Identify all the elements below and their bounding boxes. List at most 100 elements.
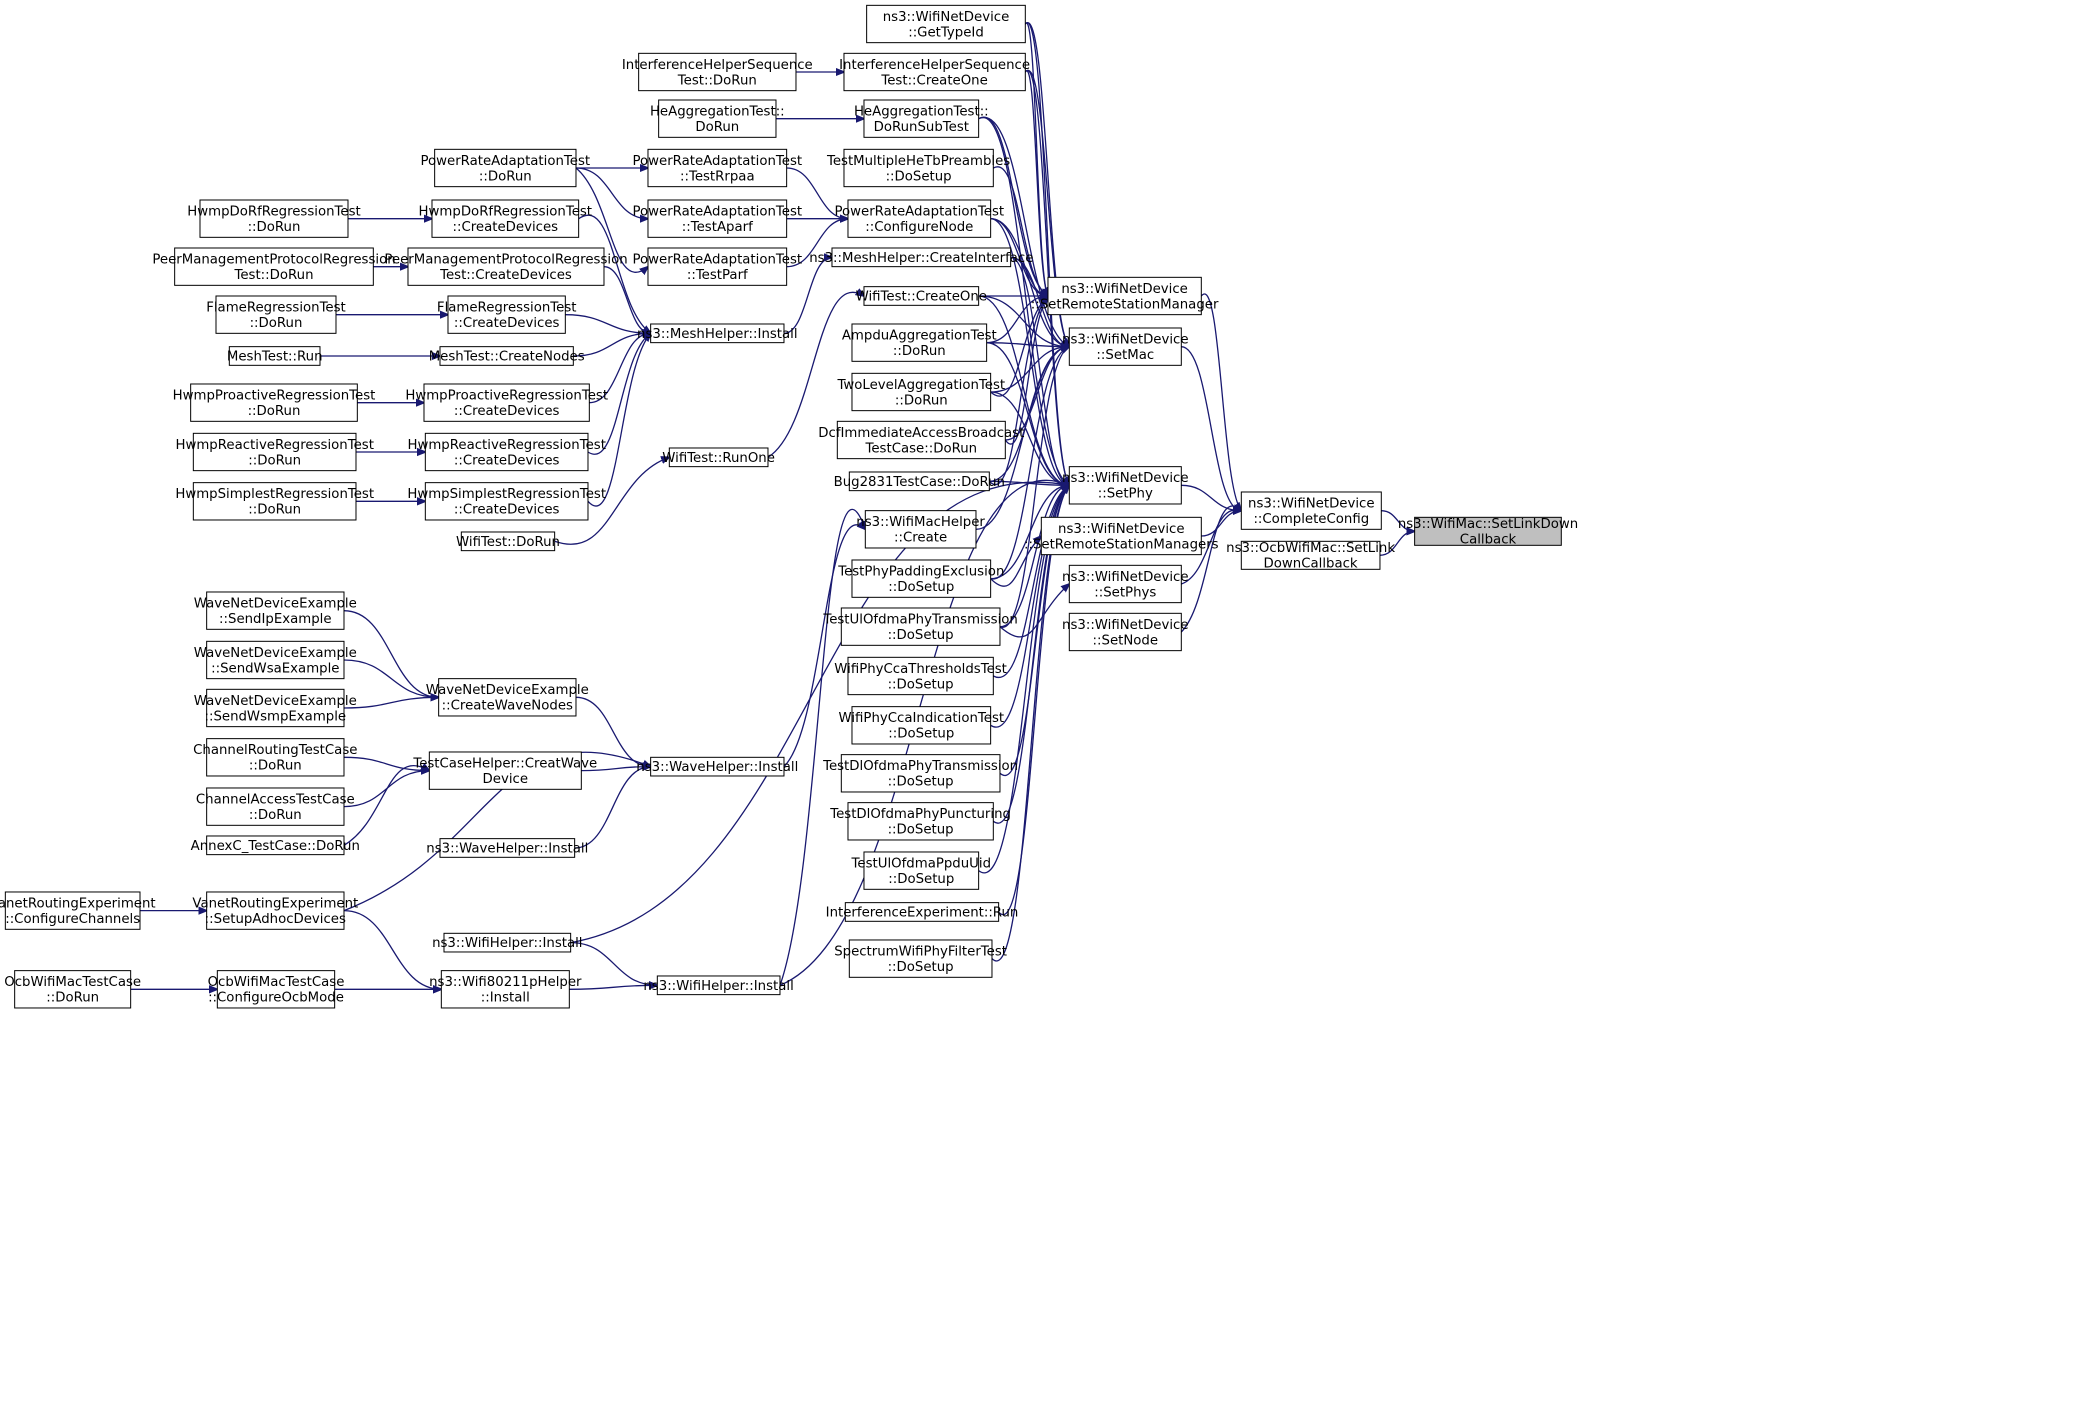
graph-node[interactable]: HwmpReactiveRegressionTest::DoRun (175, 432, 374, 472)
graph-node[interactable]: ns3::WaveHelper::Install (426, 838, 588, 858)
graph-node[interactable]: WaveNetDeviceExample::CreateWaveNodes (426, 678, 589, 717)
node-box (840, 754, 1001, 793)
graph-node[interactable]: ChannelAccessTestCase::DoRun (196, 787, 355, 826)
graph-node[interactable]: OcbWifiMacTestCase::DoRun (4, 970, 141, 1009)
graph-node[interactable]: PeerManagementProtocolRegressionTest::Cr… (384, 247, 628, 286)
graph-node[interactable]: DcfImmediateAccessBroadcastTestCase::DoR… (818, 420, 1024, 460)
graph-node[interactable]: ns3::MeshHelper::Install (637, 323, 798, 344)
graph-node[interactable]: TestDlOfdmaPhyPuncturing::DoSetup (829, 802, 1011, 841)
graph-node[interactable]: WifiTest::CreateOne (856, 286, 987, 306)
graph-node[interactable]: TestUlOfdmaPhyTransmission::DoSetup (822, 607, 1018, 646)
node-box (199, 199, 349, 238)
graph-node[interactable]: HwmpProactiveRegressionTest::DoRun (173, 383, 376, 422)
graph-node[interactable]: MeshTest::CreateNodes (429, 346, 585, 366)
node-label: InterferenceHelperSequence (839, 58, 1030, 73)
node-label: ::ConfigureNode (865, 220, 973, 235)
node-label: WifiPhyCcaThresholdsTest (834, 662, 1007, 677)
graph-node[interactable]: HwmpSimplestRegressionTest::DoRun (175, 482, 374, 521)
node-label: PeerManagementProtocolRegression (384, 253, 627, 268)
graph-node[interactable]: HeAggregationTest::DoRun (650, 99, 785, 138)
node-label: ::DoRun (248, 503, 301, 518)
node-box (843, 52, 1026, 92)
node-label: TestDlOfdmaPhyPuncturing (829, 807, 1011, 822)
call-edge (990, 296, 1048, 397)
graph-node[interactable]: WaveNetDeviceExample::SendWsmpExample (194, 688, 357, 728)
graph-node[interactable]: ns3::WifiNetDevice::CompleteConfig (1240, 491, 1382, 530)
graph-node[interactable]: InterferenceExperiment::Run (826, 902, 1019, 922)
graph-node[interactable]: WaveNetDeviceExample::SendIpExample (194, 591, 357, 630)
graph-node[interactable]: HwmpDoRfRegressionTest::CreateDevices (419, 199, 592, 238)
graph-node[interactable]: TwoLevelAggregationTest::DoRun (836, 372, 1005, 412)
graph-node[interactable]: PowerRateAdaptationTest::DoRun (420, 148, 590, 188)
graph-node[interactable]: ns3::WifiNetDevice::SetNode (1062, 612, 1189, 652)
call-edge (343, 766, 429, 846)
node-label: ns3::WifiNetDevice (1062, 570, 1189, 585)
graph-node[interactable]: ns3::WifiHelper::Install (432, 932, 583, 953)
node-box (650, 323, 785, 344)
graph-node[interactable]: SpectrumWifiPhyFilterTest::DoSetup (834, 939, 1007, 978)
graph-node[interactable]: FlameRegressionTest::CreateDevices (437, 295, 577, 334)
graph-node[interactable]: ns3::WifiNetDevice::SetPhys (1062, 564, 1189, 604)
graph-node[interactable]: TestDlOfdmaPhyTransmission::DoSetup (822, 754, 1018, 793)
graph-node[interactable]: ns3::WifiHelper::Install (643, 975, 794, 996)
graph-node[interactable]: AmpduAggregationTest::DoRun (842, 323, 997, 362)
graph-node[interactable]: WifiTest::RunOne (662, 447, 775, 468)
graph-node[interactable]: WifiPhyCcaThresholdsTest::DoSetup (834, 656, 1007, 696)
node-label: ns3::WifiMacHelper (856, 515, 985, 530)
graph-node[interactable]: PeerManagementProtocolRegressionTest::Do… (152, 247, 396, 286)
graph-node[interactable]: ns3::WifiNetDevice::SetRemoteStationMana… (1024, 516, 1219, 556)
graph-node[interactable]: TestMultipleHeTbPreambles::DoSetup (826, 148, 1010, 188)
call-edge (992, 485, 1069, 824)
graph-node[interactable]: OcbWifiMacTestCase::ConfigureOcbMode (208, 970, 345, 1009)
graph-node[interactable]: ns3::WifiNetDevice::SetPhy (1062, 466, 1189, 505)
graph-node[interactable]: HwmpSimplestRegressionTest::CreateDevice… (407, 482, 606, 521)
graph-node[interactable]: PowerRateAdaptationTest::ConfigureNode (834, 199, 1004, 238)
node-box (440, 970, 570, 1009)
graph-node[interactable]: VanetRoutingExperiment::ConfigureChannel… (0, 891, 156, 930)
graph-node[interactable]: Bug2831TestCase::DoRun (834, 471, 1005, 492)
graph-node[interactable]: WaveNetDeviceExample::SendWsaExample (194, 640, 357, 680)
graph-node[interactable]: ns3::WaveHelper::Install (636, 756, 798, 777)
node-box (424, 482, 589, 521)
node-label: ns3::MeshHelper::Install (637, 327, 798, 342)
graph-node[interactable]: HwmpDoRfRegressionTest::DoRun (187, 199, 361, 238)
node-label: MeshTest::CreateNodes (429, 350, 585, 365)
graph-node[interactable]: ns3::WifiNetDevice::GetTypeId (866, 4, 1026, 44)
node-label: ::DoSetup (886, 169, 952, 184)
graph-node[interactable]: HwmpProactiveRegressionTest::CreateDevic… (405, 383, 608, 422)
graph-node[interactable]: HeAggregationTest::DoRunSubTest (854, 99, 989, 138)
graph-node[interactable]: AnnexC_TestCase::DoRun (191, 835, 360, 856)
graph-node[interactable]: ns3::WifiMacHelper::Create (856, 510, 985, 549)
graph-node[interactable]: ns3::Wifi80211pHelper::Install (429, 970, 582, 1009)
graph-node[interactable]: ChannelRoutingTestCase::DoRun (193, 738, 357, 777)
node-box (439, 838, 576, 858)
node-box (658, 99, 777, 138)
graph-node[interactable]: FlameRegressionTest::DoRun (206, 295, 346, 334)
graph-node[interactable]: MeshTest::Run (227, 346, 323, 366)
graph-node[interactable]: InterferenceHelperSequenceTest::CreateOn… (839, 52, 1030, 92)
graph-node[interactable]: HwmpReactiveRegressionTest::CreateDevice… (407, 432, 606, 472)
node-label: VanetRoutingExperiment (0, 897, 156, 912)
node-box (647, 199, 788, 238)
node-box (14, 970, 132, 1009)
graph-node[interactable]: PowerRateAdaptationTest::TestAparf (632, 199, 802, 238)
graph-node[interactable]: TestPhyPaddingExclusion::DoSetup (837, 559, 1004, 598)
graph-node[interactable]: PowerRateAdaptationTest::TestParf (632, 247, 802, 286)
graph-node[interactable]: WifiTest::DoRun (456, 531, 560, 552)
graph-node[interactable]: ns3::WifiNetDevice::SetMac (1062, 327, 1189, 366)
graph-node[interactable]: ns3::MeshHelper::CreateInterface (809, 247, 1033, 268)
call-edge (990, 347, 1070, 393)
call-edge (978, 116, 1070, 485)
graph-node[interactable]: WifiPhyCcaIndicationTest::DoSetup (839, 706, 1005, 745)
graph-node[interactable]: VanetRoutingExperiment::SetupAdhocDevice… (192, 891, 358, 930)
graph-node[interactable]: ns3::WifiNetDevice::SetRemoteStationMana… (1031, 276, 1219, 316)
node-label: Test::CreateDevices (439, 268, 572, 283)
node-box (216, 970, 336, 1009)
graph-node[interactable]: TestUlOfdmaPpduUid::DoSetup (851, 851, 992, 890)
node-label: MeshTest::Run (227, 350, 323, 365)
graph-node[interactable]: PowerRateAdaptationTest::TestRrpaa (632, 148, 802, 188)
